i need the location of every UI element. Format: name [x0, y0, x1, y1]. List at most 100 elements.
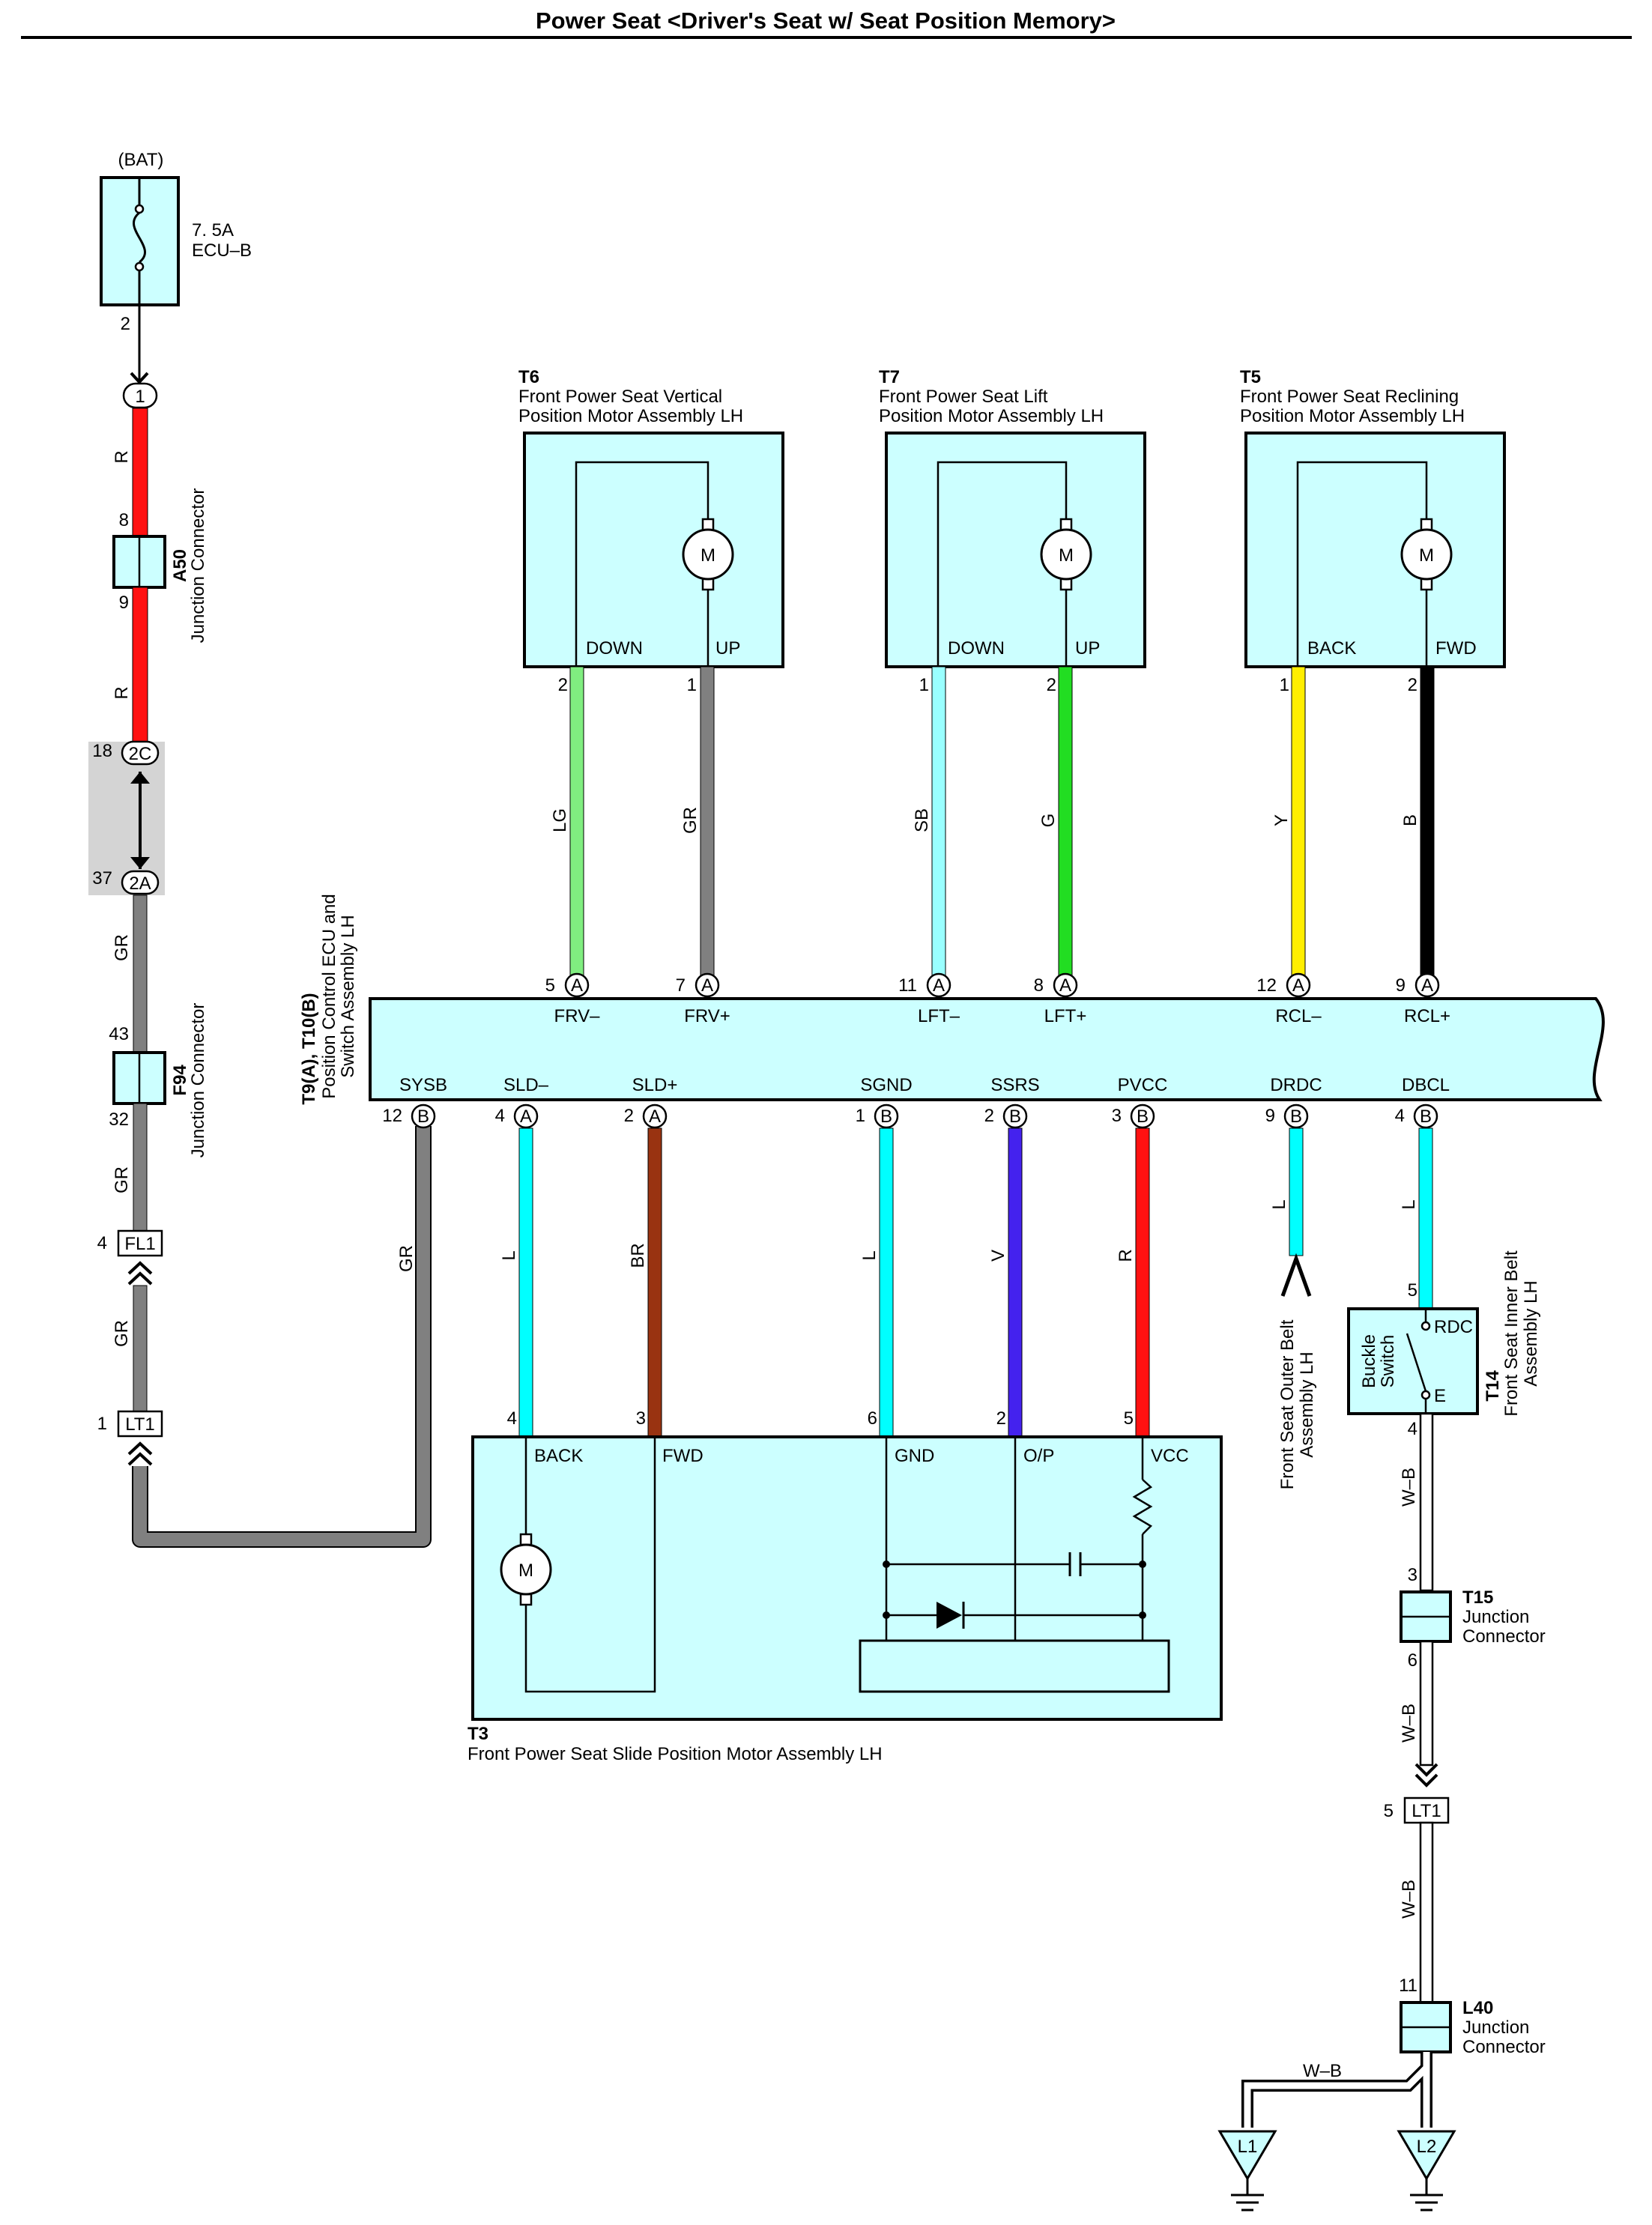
t3-term-vcc: VCC: [1151, 1446, 1189, 1466]
motor-t5-id: T5: [1240, 367, 1261, 387]
pin-number: 12: [1256, 975, 1277, 996]
ground-l2-icon: [1397, 2130, 1456, 2212]
slide-motor-m: M: [518, 1560, 533, 1581]
wire-r1-label: R: [112, 450, 132, 463]
wire-gr-loop-outline: [132, 1126, 432, 1548]
ecu-top-pin: 9 A RCL+: [1396, 972, 1450, 1026]
wire-gr-2: [133, 1103, 148, 1241]
pin-conn: A: [701, 975, 713, 996]
t15-name2: Connector: [1462, 1626, 1546, 1647]
wire-l-gnd: [879, 1127, 894, 1438]
connector-2c-label: 2C: [129, 744, 152, 764]
wire-b: [1420, 666, 1435, 984]
t3-term-gnd: GND: [895, 1446, 934, 1466]
pin-conn: B: [417, 1107, 429, 1127]
wire-r-vcc-label: R: [1116, 1249, 1136, 1262]
wire-wb-label-3: W–B: [1399, 1880, 1419, 1919]
l40-pin: 11: [1399, 1976, 1417, 1996]
pin-conn: B: [1137, 1107, 1149, 1127]
motor-t7-right-pin: 2: [1047, 675, 1056, 695]
fl1-pin: 4: [97, 1233, 107, 1253]
l40-id: L40: [1462, 1998, 1493, 2018]
pin-label: SLD–: [503, 1075, 549, 1095]
wire-l-back-label: L: [499, 1250, 519, 1260]
pin-conn: A: [1421, 975, 1433, 996]
f94-id: F94: [170, 1065, 190, 1096]
pin-number: 9: [1265, 1106, 1275, 1126]
wire-wb-label-1: W–B: [1399, 1468, 1419, 1507]
pin-conn: A: [520, 1107, 532, 1127]
wire-v-label: V: [988, 1250, 1008, 1262]
slide-motor-wiring: [524, 1437, 656, 1693]
motor-t6-right-label: UP: [715, 638, 740, 659]
buckle-id: T14: [1483, 1370, 1503, 1402]
a50-pin-top: 8: [119, 510, 129, 530]
diode-icon: [937, 1602, 962, 1629]
motor-t6-name1: Front Power Seat Vertical: [518, 387, 722, 407]
pin-label: FRV+: [684, 1006, 730, 1026]
wire-l-gnd-label: L: [859, 1250, 880, 1260]
pin-label: DBCL: [1402, 1075, 1450, 1095]
motor-t6-left-pin: 2: [558, 675, 568, 695]
ecu-top-pin: 8 A LFT+: [1034, 972, 1087, 1026]
chevron-down-icon: [1415, 1763, 1438, 1787]
t3-term-fwd-pin: 3: [636, 1408, 646, 1429]
connector-2c: [121, 740, 160, 766]
wire-gr-1: [133, 894, 148, 1053]
pin-label: SYSB: [399, 1075, 447, 1095]
wire-wb-label-4: W–B: [1303, 2061, 1342, 2081]
resistor-icon: [1132, 1479, 1153, 1535]
pin-conn: A: [649, 1107, 661, 1127]
conn-2a-pin: 37: [92, 868, 112, 889]
pin-number: 2: [984, 1106, 994, 1126]
pin-label: LFT+: [1044, 1006, 1087, 1026]
ecu-top-pin: 5 A FRV–: [545, 972, 600, 1026]
buckle-switch-box: [1347, 1307, 1479, 1415]
wire-l-dbcl-label: L: [1399, 1199, 1419, 1209]
ecu-top-pin: 11 A LFT–: [898, 972, 960, 1026]
sensor-circuit: [859, 1437, 1170, 1693]
a50-pin-bot: 9: [119, 593, 129, 613]
motor-t7-box: [885, 432, 1146, 668]
arrow-up-icon: [130, 772, 150, 784]
connector-lt1-right-label: LT1: [1412, 1801, 1441, 1821]
wire-sb: [931, 666, 946, 984]
ground-l2-label: L2: [1417, 2137, 1437, 2157]
l40-name1: Junction: [1462, 2017, 1529, 2038]
wire-sb-label: SB: [912, 808, 932, 832]
ecu-bottom-pin: DBCL 4 B: [1395, 1075, 1450, 1129]
t15-name1: Junction: [1462, 1607, 1529, 1627]
battery-label: (BAT): [118, 150, 164, 170]
t3-term-vcc-pin: 5: [1124, 1408, 1134, 1429]
ecu-bottom-pin: SGND 1 B: [856, 1075, 913, 1129]
motor-t6-left-label: DOWN: [586, 638, 643, 659]
switch-icon: [1406, 1309, 1431, 1414]
pin-conn: A: [933, 975, 945, 996]
wire-y-label: Y: [1271, 814, 1292, 826]
f94-pin-bot: 32: [109, 1110, 129, 1130]
buckle-name1: Front Seat Inner Belt: [1501, 1250, 1522, 1417]
motor-t7: T7 Front Power Seat Lift Position Motor …: [879, 367, 1146, 668]
wire-l-drdc: [1289, 1127, 1304, 1256]
buckle-pin-bot: 4: [1408, 1419, 1417, 1439]
t15-pin-bot: 6: [1408, 1650, 1417, 1671]
pin-label: RCL–: [1275, 1006, 1322, 1026]
l40-name2: Connector: [1462, 2037, 1546, 2057]
wire-gr-3: [133, 1285, 148, 1415]
connector-lt1-left-label: LT1: [125, 1414, 155, 1435]
lt1-pin: 1: [97, 1414, 107, 1434]
ecu-name1: Position Control ECU and: [319, 894, 339, 1098]
outer-belt-name1: Front Seat Outer Belt: [1277, 1319, 1298, 1489]
fuse-pin: 2: [121, 314, 130, 334]
wire-r-vcc: [1135, 1127, 1150, 1438]
wire-gr1-label: GR: [112, 934, 132, 961]
ecu-bottom-pin: SSRS 2 B: [984, 1075, 1040, 1129]
motor-icon: [500, 1543, 552, 1596]
motor-t5-box: [1244, 432, 1506, 668]
motor-t6: T6 Front Power Seat Vertical Position Mo…: [518, 367, 784, 668]
wire-b-label: B: [1400, 814, 1420, 826]
pin-number: 8: [1034, 975, 1044, 996]
motor-t7-name2: Position Motor Assembly LH: [879, 406, 1104, 426]
pin-number: 2: [624, 1106, 634, 1126]
wire-l-dbcl: [1418, 1127, 1433, 1309]
